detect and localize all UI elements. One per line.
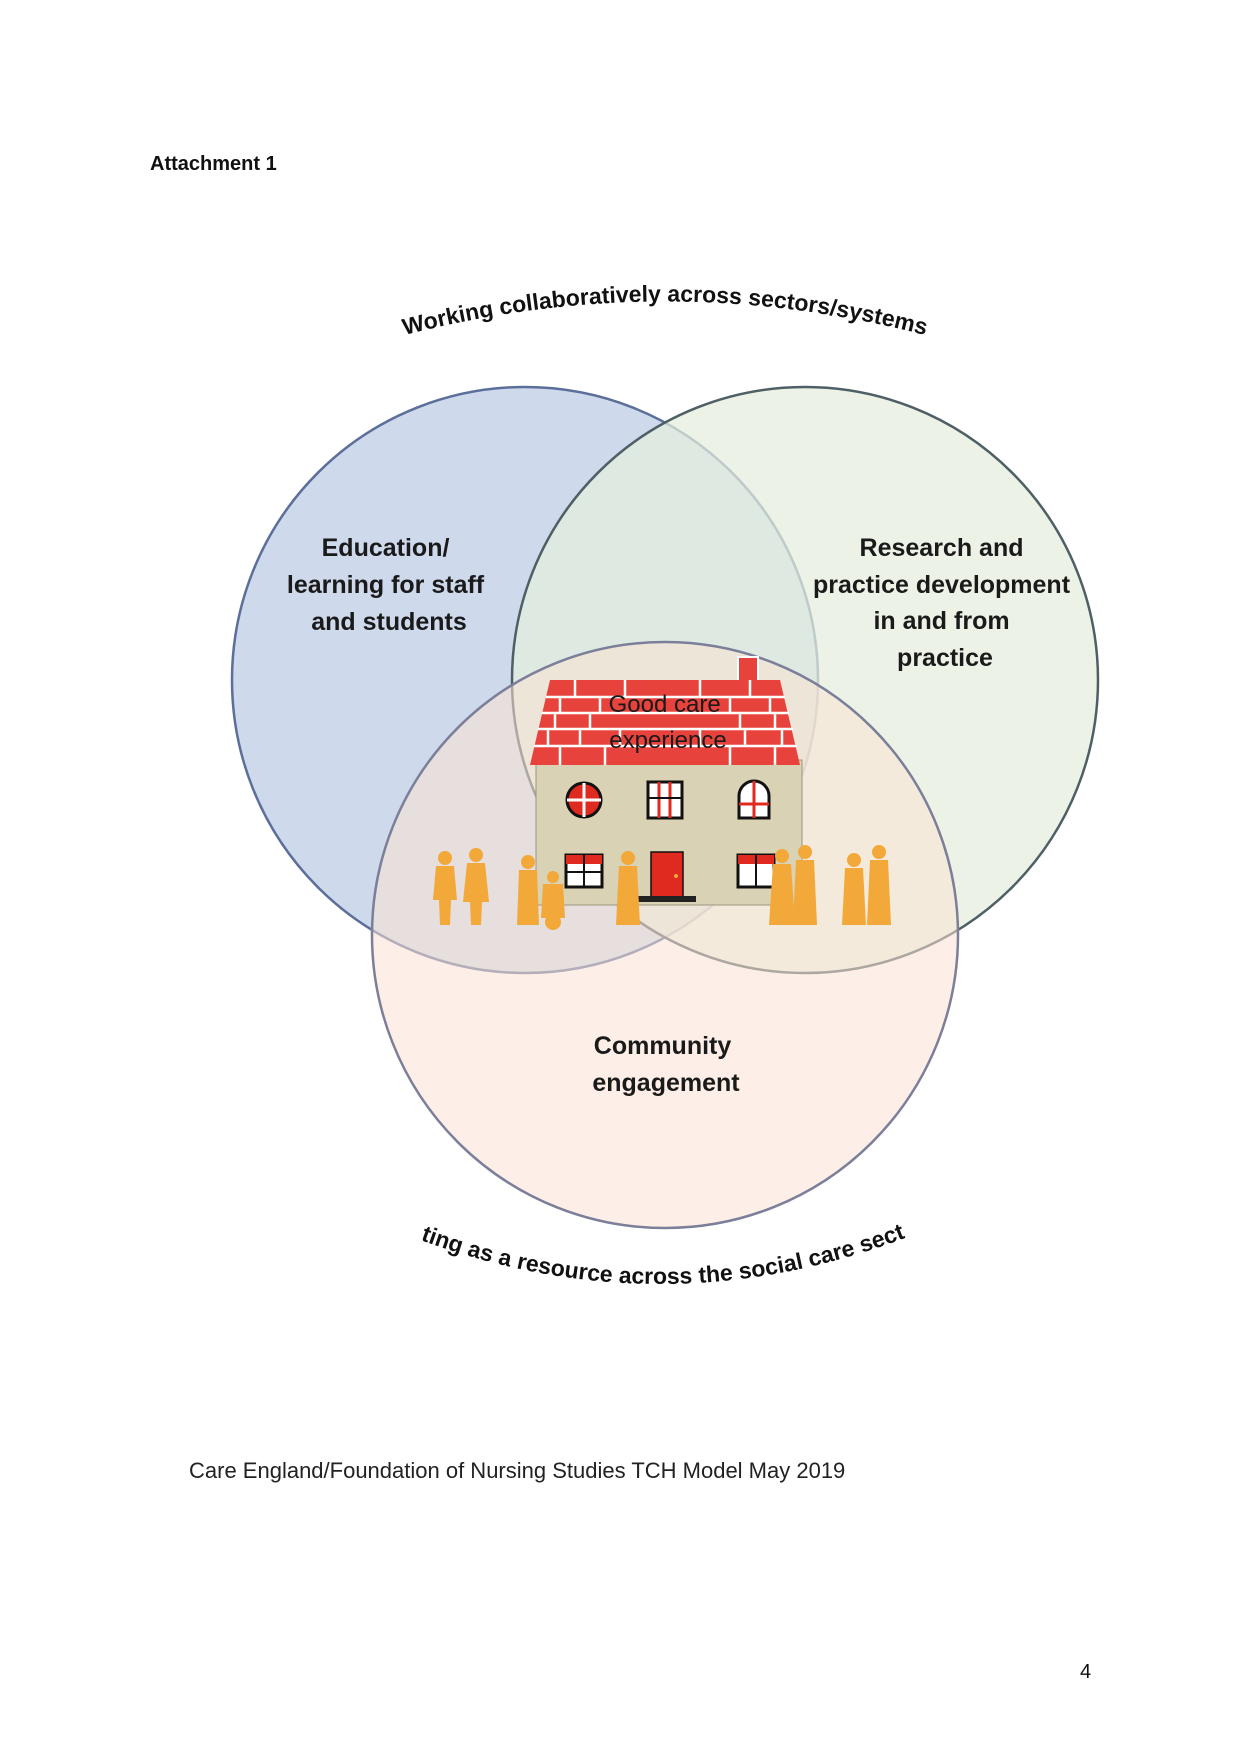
person-center — [616, 851, 640, 925]
square-window-icon — [646, 780, 684, 820]
people-icon — [433, 845, 891, 930]
door-icon — [638, 851, 696, 902]
top-arc-caption: Working collaboratively across sectors/s… — [400, 280, 931, 339]
arched-window-icon — [737, 779, 771, 820]
page-number: 4 — [1080, 1661, 1092, 1683]
research-label: Research and practice development in and… — [813, 534, 1077, 672]
house-icon — [530, 656, 803, 906]
people-group-wheelchair — [517, 855, 565, 930]
figure-caption: Care England/Foundation of Nursing Studi… — [189, 1458, 846, 1483]
people-group-left — [433, 848, 489, 925]
lower-right-window-icon — [736, 853, 776, 889]
house-roof — [530, 680, 800, 765]
people-group-right — [769, 845, 817, 925]
lower-left-window-icon — [564, 853, 604, 889]
attachment-heading: Attachment 1 — [150, 153, 277, 175]
round-window-icon — [565, 781, 603, 819]
community-label: Community engagement — [592, 1032, 740, 1097]
roof-bricks — [534, 680, 797, 765]
education-label: Education/ learning for staff and studen… — [287, 534, 491, 636]
center-label: Good care experience — [609, 691, 728, 754]
people-group-far-right — [842, 845, 891, 925]
community-circle — [370, 640, 960, 1230]
